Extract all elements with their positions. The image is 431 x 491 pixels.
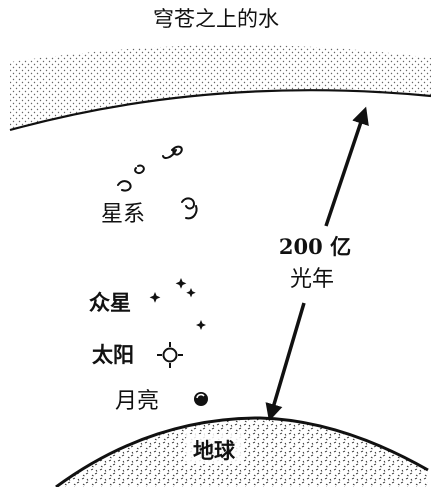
galaxy-icon-1 — [162, 145, 183, 159]
moon-label: 月亮 — [115, 389, 159, 414]
earth-horizon-line — [55, 416, 429, 489]
firmament-edge-line — [9, 89, 431, 132]
planet-star-icon — [186, 288, 196, 298]
galaxies-label: 星系 — [101, 202, 145, 227]
distance-arrow-down — [265, 302, 306, 422]
distance-arrow-up — [324, 106, 369, 227]
planet-star-icon — [149, 292, 161, 303]
earth-label: 地球 — [193, 438, 236, 463]
planet-star-icon — [196, 320, 206, 330]
distance-unit-label: 光年 — [290, 267, 334, 292]
galaxy-icon-3 — [181, 197, 198, 220]
planets-label: 众星 — [89, 290, 131, 315]
sun-icon — [157, 342, 183, 368]
firmament-water-band — [10, 44, 431, 130]
planet-star-icon — [175, 278, 187, 289]
heaven-water-label: 穹苍之上的水 — [153, 7, 279, 31]
earth-label-backing — [186, 434, 242, 464]
sun-label: 太阳 — [92, 342, 134, 367]
galaxy-icon-2 — [117, 164, 145, 192]
planet-star-icons — [149, 278, 206, 330]
distance-value-label: 200 亿 — [279, 234, 351, 259]
moon-icon — [194, 392, 208, 406]
